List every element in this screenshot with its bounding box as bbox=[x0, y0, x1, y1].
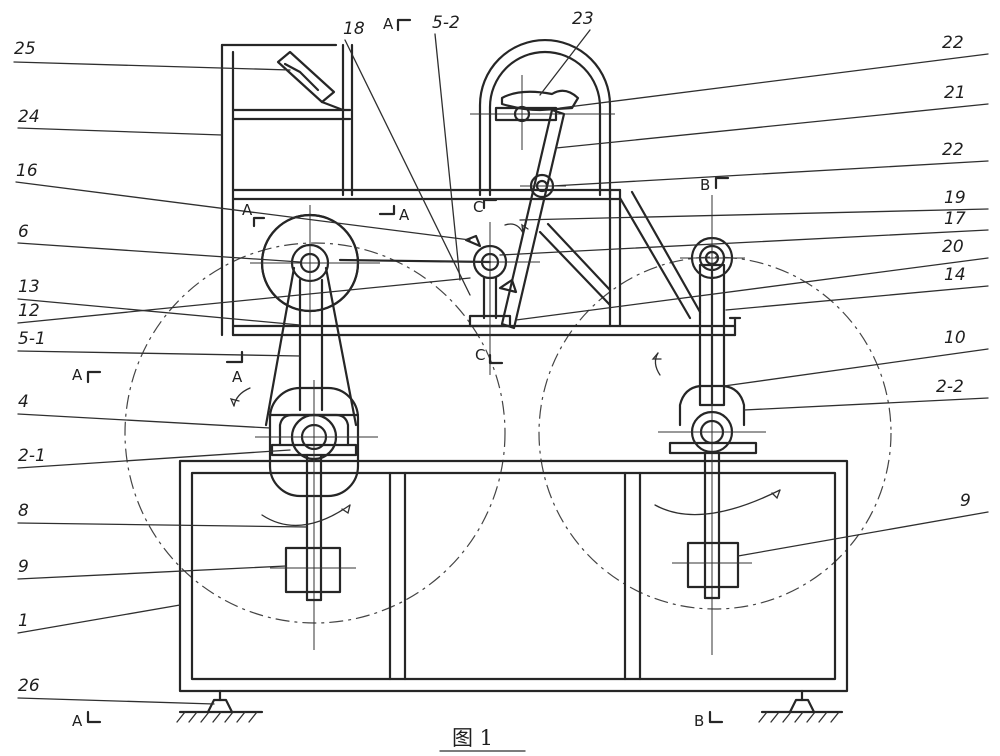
section-a-belt: A bbox=[232, 368, 243, 386]
hopper-box bbox=[276, 50, 345, 112]
label-4: 4 bbox=[18, 392, 29, 412]
section-c-bottom: C bbox=[475, 346, 485, 364]
ground-support bbox=[176, 689, 844, 723]
label-12: 12 bbox=[18, 301, 40, 321]
bearing-2-2 bbox=[658, 384, 766, 455]
pawl-23 bbox=[494, 89, 580, 123]
shaft-right bbox=[651, 352, 781, 600]
section-a-mid-left: A bbox=[242, 201, 253, 219]
label-23: 23 bbox=[572, 9, 594, 29]
label-9-left: 9 bbox=[18, 557, 29, 577]
label-9-right: 9 bbox=[960, 491, 971, 511]
section-a-top: A bbox=[383, 15, 394, 33]
section-marks bbox=[86, 18, 730, 724]
label-22-top: 22 bbox=[942, 33, 964, 53]
column-10 bbox=[680, 195, 745, 655]
label-2-1: 2-1 bbox=[18, 446, 46, 466]
label-20: 20 bbox=[942, 237, 964, 257]
label-16: 16 bbox=[16, 161, 38, 181]
label-5-1: 5-1 bbox=[18, 329, 46, 349]
reference-labels: 25 24 16 6 13 12 5-1 4 2-1 8 9 1 26 18 5… bbox=[14, 9, 971, 696]
sweep-circles bbox=[124, 242, 892, 624]
label-18: 18 bbox=[343, 19, 365, 39]
label-24: 24 bbox=[18, 107, 40, 127]
eccentric-17 bbox=[440, 222, 540, 375]
base-frame bbox=[178, 459, 849, 693]
pulley-16 bbox=[250, 205, 380, 325]
drum-4 bbox=[229, 380, 378, 650]
shaft-8 bbox=[261, 453, 356, 602]
label-6: 6 bbox=[18, 222, 29, 242]
belt-5-1 bbox=[264, 258, 492, 427]
section-b-bottom: B bbox=[694, 712, 704, 730]
label-14: 14 bbox=[944, 265, 966, 285]
leader-lines bbox=[13, 29, 989, 705]
arch-housing bbox=[470, 38, 615, 197]
label-19: 19 bbox=[944, 188, 966, 208]
section-letters: A A A C C B A A A B bbox=[72, 15, 710, 730]
label-21: 21 bbox=[944, 83, 966, 103]
section-a-left: A bbox=[72, 366, 83, 384]
label-22-mid: 22 bbox=[942, 140, 964, 160]
section-a-mid-right: A bbox=[399, 206, 410, 224]
section-a-bottom: A bbox=[72, 712, 83, 730]
label-2-2: 2-2 bbox=[936, 377, 964, 397]
section-c-top: C bbox=[473, 198, 483, 216]
label-26: 26 bbox=[18, 676, 40, 696]
figure-caption: 图 1 bbox=[452, 726, 493, 750]
section-b-top: B bbox=[700, 176, 710, 194]
label-8: 8 bbox=[18, 501, 29, 521]
label-5-2: 5-2 bbox=[432, 13, 460, 33]
label-17: 17 bbox=[944, 209, 966, 229]
label-1: 1 bbox=[18, 611, 29, 631]
label-10: 10 bbox=[944, 328, 966, 348]
label-13: 13 bbox=[18, 277, 40, 297]
label-25: 25 bbox=[14, 39, 36, 59]
